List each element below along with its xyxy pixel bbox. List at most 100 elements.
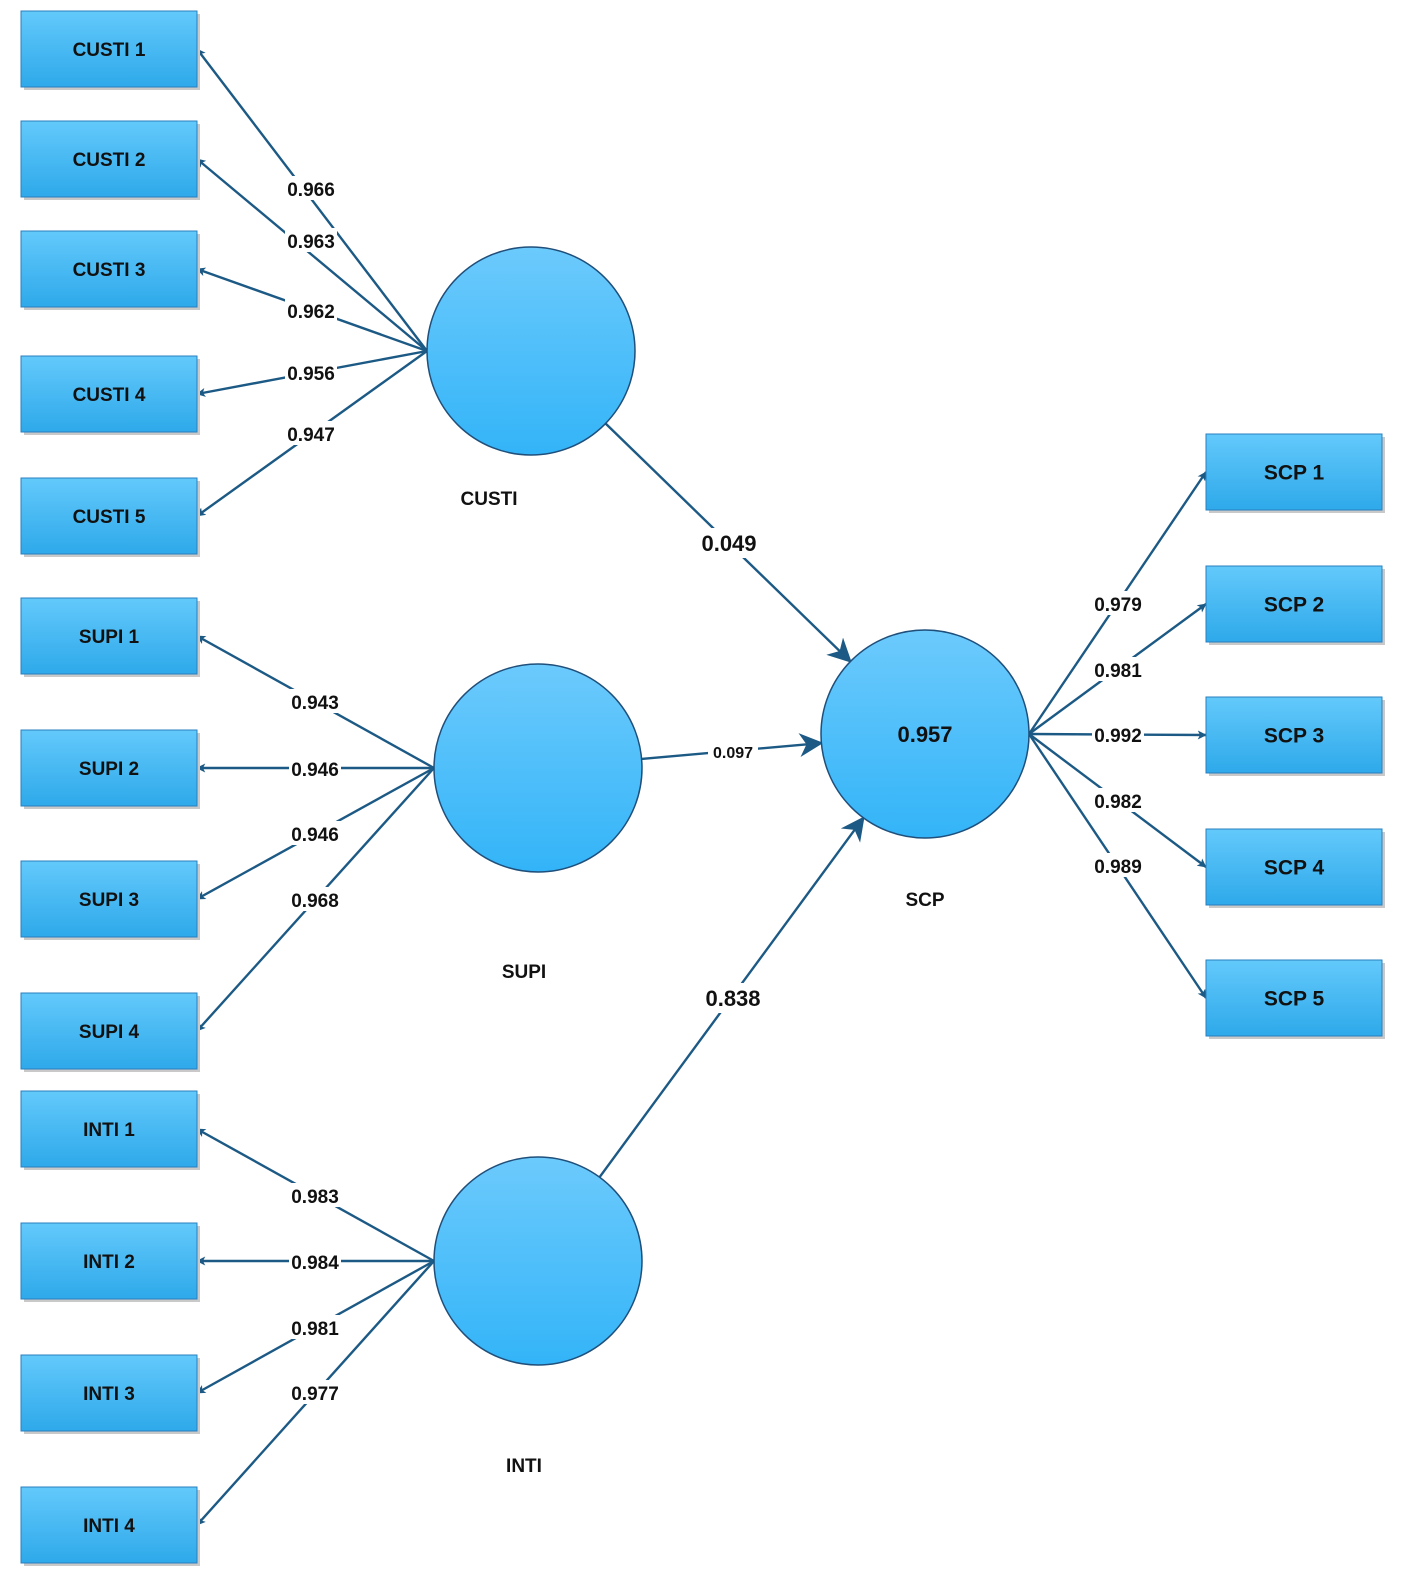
indicator-label: SCP 4 [1264,857,1325,880]
latent-custi[interactable]: CUSTI [426,246,636,510]
loading-value: 0.983 [291,1187,339,1208]
label-backing [1092,722,1144,746]
latent-circle [433,663,643,873]
indicator-supi1[interactable]: SUPI 1 [20,597,200,677]
edges-layer [196,48,1207,1526]
indicator-supi4[interactable]: SUPI 4 [20,992,200,1072]
indicator-custi1[interactable]: CUSTI 1 [20,10,200,90]
indicator-scp3[interactable]: SCP 3 [1205,696,1385,776]
indicator-box [20,355,198,433]
indicator-inti4[interactable]: INTI 4 [20,1486,200,1566]
label-backing [1092,853,1144,877]
indicator-label: SUPI 1 [79,627,140,648]
indicator-label: SCP 5 [1264,988,1325,1011]
indicator-supi3[interactable]: SUPI 3 [20,860,200,940]
label-backing [285,176,337,200]
indicator-scp2[interactable]: SCP 2 [1205,565,1385,645]
indicator-label: INTI 1 [83,1120,135,1141]
label-backing [1092,591,1144,615]
indicator-custi3[interactable]: CUSTI 3 [20,230,200,310]
loading-value: 0.946 [291,825,339,846]
label-backing [285,360,337,384]
latent-circle [433,1156,643,1366]
loading-value: 0.946 [291,760,339,781]
loading-value: 0.966 [287,180,335,201]
path-label-inti: 0.838 [701,983,765,1013]
latent-name: SUPI [502,962,546,983]
latent-supi[interactable]: SUPI [433,663,643,983]
loading-label-supi4: 0.968 [289,887,341,912]
indicator-box [1205,696,1383,774]
label-backing [289,1249,341,1273]
loading-label-supi2: 0.946 [289,756,341,781]
indicator-box [1205,959,1383,1037]
indicator-box [1205,565,1383,643]
path-coefficient: 0.049 [701,531,756,556]
indicator-label: INTI 4 [83,1516,135,1537]
indicator-scp4[interactable]: SCP 4 [1205,828,1385,908]
indicator-label: CUSTI 4 [73,385,146,406]
indicator-label: SUPI 4 [79,1022,140,1043]
indicator-custi4[interactable]: CUSTI 4 [20,355,200,435]
loading-value: 0.981 [1094,661,1142,682]
label-backing [1092,788,1144,812]
label-backing [697,528,761,558]
path-coefficient: 0.097 [713,745,753,762]
loading-label-custi1: 0.966 [285,176,337,201]
loading-value: 0.968 [291,891,339,912]
indicator-box [20,10,198,88]
loading-label-supi3: 0.946 [289,821,341,846]
label-backing [289,756,341,780]
loading-label-custi5: 0.947 [285,421,337,446]
indicator-box [20,1354,198,1432]
loading-value: 0.962 [287,302,335,323]
loading-value: 0.963 [287,232,335,253]
latent-name: CUSTI [461,489,518,510]
indicator-box [1205,433,1383,511]
indicator-label: INTI 3 [83,1384,135,1405]
latent-inti[interactable]: INTI [433,1156,643,1477]
loading-label-inti2: 0.984 [289,1249,341,1274]
indicator-scp5[interactable]: SCP 5 [1205,959,1385,1039]
indicator-box [20,1090,198,1168]
loading-label-inti1: 0.983 [289,1183,341,1208]
latent-circle [426,246,636,456]
indicator-custi5[interactable]: CUSTI 5 [20,477,200,557]
loading-value: 0.947 [287,425,335,446]
loading-value: 0.984 [291,1253,339,1274]
indicator-supi2[interactable]: SUPI 2 [20,729,200,809]
loading-value: 0.979 [1094,595,1142,616]
label-backing [701,983,765,1013]
indicator-label: CUSTI 2 [73,150,146,171]
label-backing [285,298,337,322]
indicator-label: SCP 3 [1264,725,1324,748]
indicator-inti3[interactable]: INTI 3 [20,1354,200,1434]
loading-value: 0.989 [1094,857,1142,878]
indicator-inti2[interactable]: INTI 2 [20,1222,200,1302]
loading-label-custi3: 0.962 [285,298,337,323]
indicator-label: SUPI 2 [79,759,139,780]
path-coefficient: 0.838 [705,986,760,1011]
label-backing [289,1183,341,1207]
indicator-box [20,120,198,198]
loading-label-custi2: 0.963 [285,228,337,253]
indicator-label: CUSTI 5 [73,507,146,528]
indicator-box [20,597,198,675]
label-backing [289,887,341,911]
label-backing [289,1380,341,1404]
latent-name: INTI [506,1456,542,1477]
loading-label-supi1: 0.943 [289,689,341,714]
indicator-label: SCP 1 [1264,462,1325,485]
indicator-box [20,992,198,1070]
indicator-box [20,860,198,938]
latent-circle [820,629,1030,839]
label-backing [708,741,758,763]
indicator-custi2[interactable]: CUSTI 2 [20,120,200,200]
loading-label-custi4: 0.956 [285,360,337,385]
path-label-supi: 0.097 [708,741,758,763]
label-backing [285,421,337,445]
indicator-scp1[interactable]: SCP 1 [1205,433,1385,513]
indicator-inti1[interactable]: INTI 1 [20,1090,200,1170]
